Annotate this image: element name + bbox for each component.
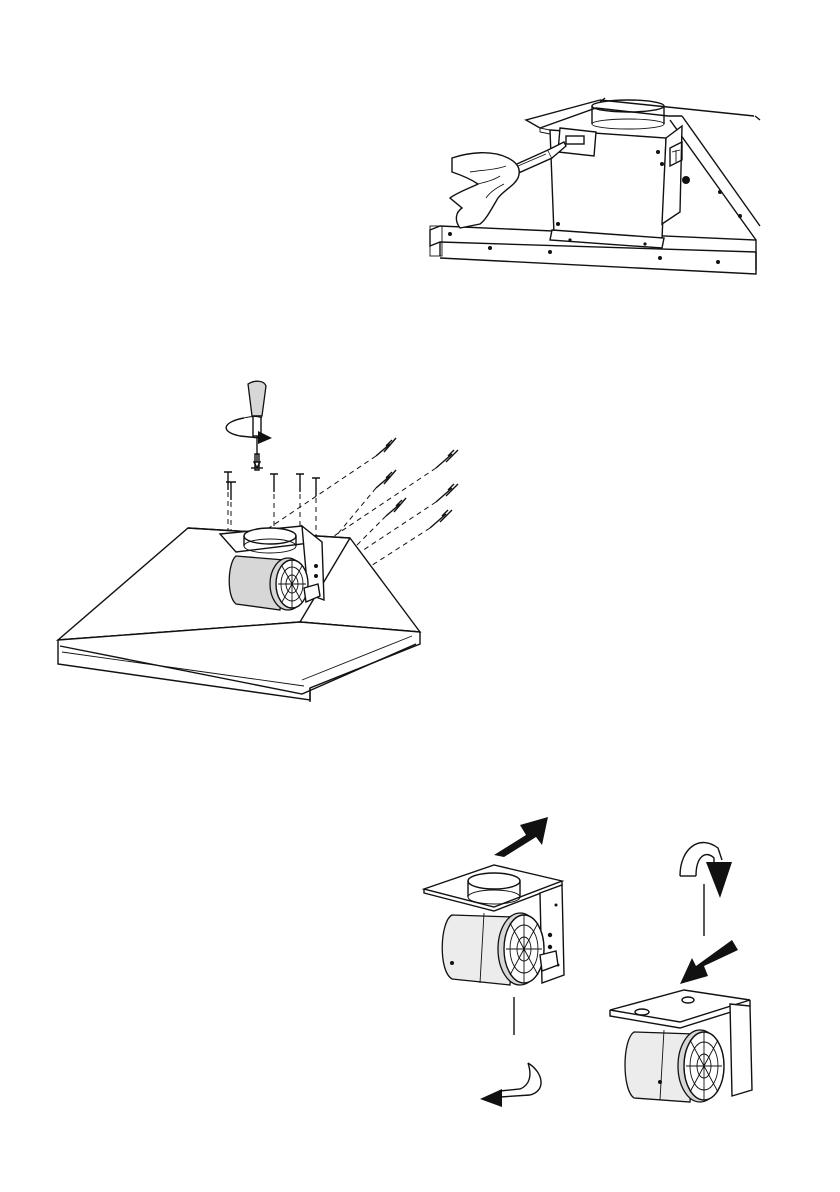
screw-icon	[296, 474, 304, 492]
figure-middle-hood-assembly	[40, 370, 480, 710]
screw-icon	[386, 498, 406, 516]
figure-bottom-right-blower	[600, 820, 770, 1120]
rotate-arrow-icon	[226, 417, 272, 445]
direction-arrow-icon	[680, 940, 738, 984]
screw-icon	[376, 438, 396, 456]
range-hood-icon	[58, 528, 420, 702]
screw-icon	[312, 478, 320, 496]
direction-arrow-icon	[494, 817, 548, 857]
rotate-arrow-icon	[680, 843, 732, 898]
screw-icon	[376, 470, 396, 488]
blower-motor-icon	[625, 1030, 724, 1102]
screw-icon	[436, 450, 458, 468]
screwdriver-icon	[248, 381, 266, 468]
figure-top-hood-interior	[400, 80, 840, 290]
figure-bottom-left-blower	[410, 805, 590, 1115]
rotate-arrow-icon	[480, 1063, 541, 1107]
screw-icon	[430, 510, 452, 528]
screw-icon	[436, 484, 458, 502]
screw-icon	[270, 474, 278, 492]
hand-icon	[450, 153, 519, 228]
